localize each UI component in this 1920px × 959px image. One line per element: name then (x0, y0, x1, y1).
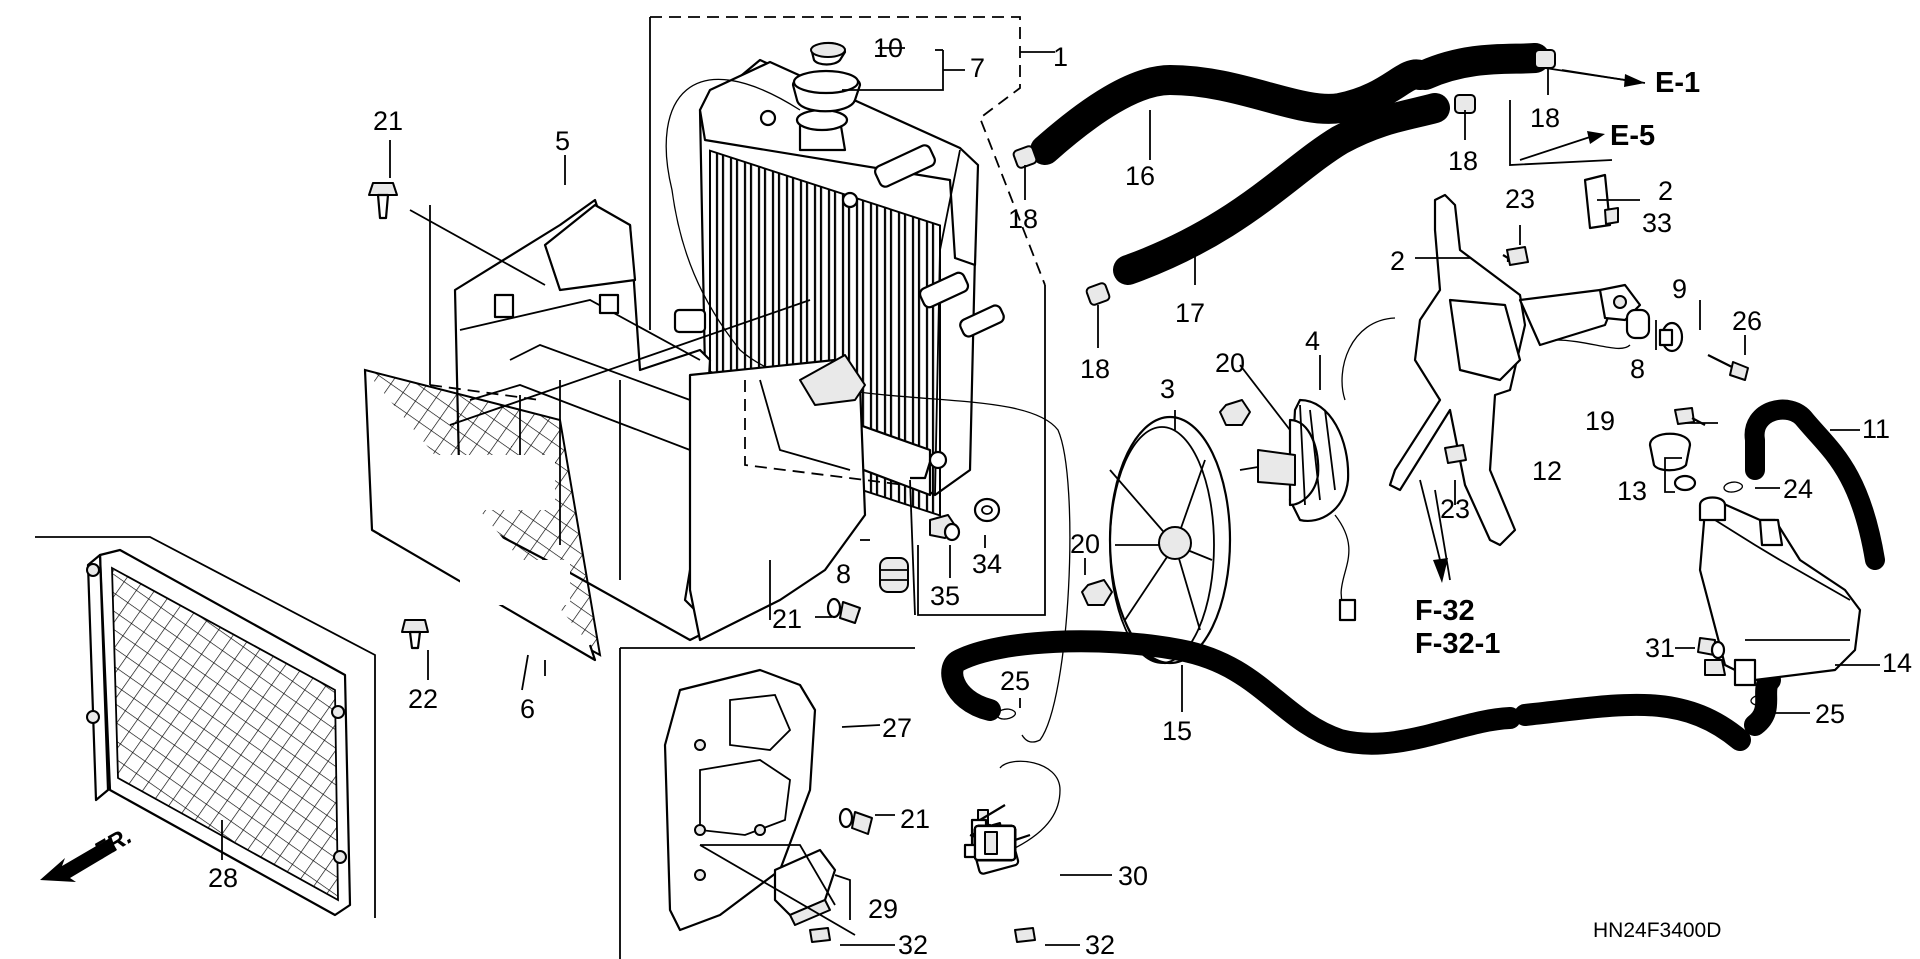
label-26: 26 (1732, 306, 1762, 336)
label-9: 9 (1672, 274, 1687, 304)
label-18-c: 18 (1448, 146, 1478, 176)
label-23-b: 23 (1440, 494, 1470, 524)
label-10: 10 (873, 33, 903, 63)
label-12: 12 (1532, 456, 1562, 486)
reference-labels: E-1 E-5 F-32 F-32-1 FR. HN24F3400D (90, 67, 1722, 942)
label-6: 6 (520, 694, 535, 724)
label-15: 15 (1162, 716, 1192, 746)
label-4: 4 (1305, 326, 1320, 356)
label-21-b: 21 (772, 604, 802, 634)
label-11: 11 (1862, 414, 1890, 444)
tank-cap (1648, 432, 1697, 492)
label-8-right: 8 (1630, 354, 1645, 384)
mounting-bracket (663, 668, 817, 932)
reference-arrows (40, 69, 1645, 882)
ref-f-32-1: F-32-1 (1415, 628, 1500, 660)
label-20-a: 20 (1215, 348, 1245, 378)
label-25-a: 25 (1000, 666, 1030, 696)
label-18-d: 18 (1530, 103, 1560, 133)
label-25-b: 25 (1815, 699, 1845, 729)
fan-stay (1388, 193, 1642, 547)
ref-f-32: F-32 (1415, 595, 1475, 627)
label-32-b: 32 (1085, 930, 1115, 959)
label-31: 31 (1645, 633, 1675, 663)
label-34: 34 (972, 549, 1002, 579)
sub-harness (963, 760, 1061, 875)
label-21-a: 21 (373, 106, 403, 136)
label-7: 7 (970, 53, 985, 83)
part-labels: 1 2 2 33 3 4 5 6 7 8 8 9 10 11 12 13 14 … (208, 33, 1912, 959)
label-29: 29 (868, 894, 898, 924)
label-5: 5 (555, 126, 570, 156)
relay (773, 848, 837, 926)
label-13: 13 (1617, 476, 1647, 506)
label-2-clip: 2 (1658, 176, 1673, 206)
label-20-b: 20 (1070, 529, 1100, 559)
leader-lines (221, 47, 1880, 946)
label-14: 14 (1882, 648, 1912, 678)
label-8-left: 8 (836, 559, 851, 589)
label-3: 3 (1160, 374, 1175, 404)
label-1: 1 (1053, 42, 1068, 72)
label-18-b: 18 (1080, 354, 1110, 384)
label-33: 33 (1642, 208, 1672, 238)
radiator-cap (791, 41, 862, 113)
label-2-stay: 2 (1390, 246, 1405, 276)
diagram-code: HN24F3400D (1593, 919, 1721, 942)
cooling-fan (1108, 415, 1232, 665)
ref-e-1: E-1 (1655, 67, 1700, 99)
label-32-a: 32 (898, 930, 928, 959)
label-23-a: 23 (1505, 184, 1535, 214)
label-35: 35 (930, 581, 960, 611)
hose-clamps (1012, 49, 1556, 306)
fasteners (368, 173, 1770, 943)
lower-hose (1113, 93, 1450, 285)
breather-hose (1744, 399, 1885, 570)
upper-hose (1030, 43, 1550, 165)
frame-lines (35, 16, 1046, 959)
label-30: 30 (1118, 861, 1148, 891)
label-28: 28 (208, 863, 238, 893)
shroud-leaders (409, 205, 916, 616)
label-19: 19 (1585, 406, 1615, 436)
label-17: 17 (1175, 298, 1205, 328)
front-grille (86, 548, 352, 917)
ref-e-5: E-5 (1610, 120, 1655, 152)
label-22: 22 (408, 684, 438, 714)
overflow-hose (941, 630, 1781, 755)
fan-motor (1239, 317, 1396, 622)
label-21-c: 21 (900, 804, 930, 834)
label-27: 27 (882, 713, 912, 743)
label-18-a: 18 (1008, 204, 1038, 234)
inner-screen (363, 368, 602, 662)
reserve-tank (1698, 496, 1862, 687)
label-16: 16 (1125, 161, 1155, 191)
label-24: 24 (1783, 474, 1813, 504)
